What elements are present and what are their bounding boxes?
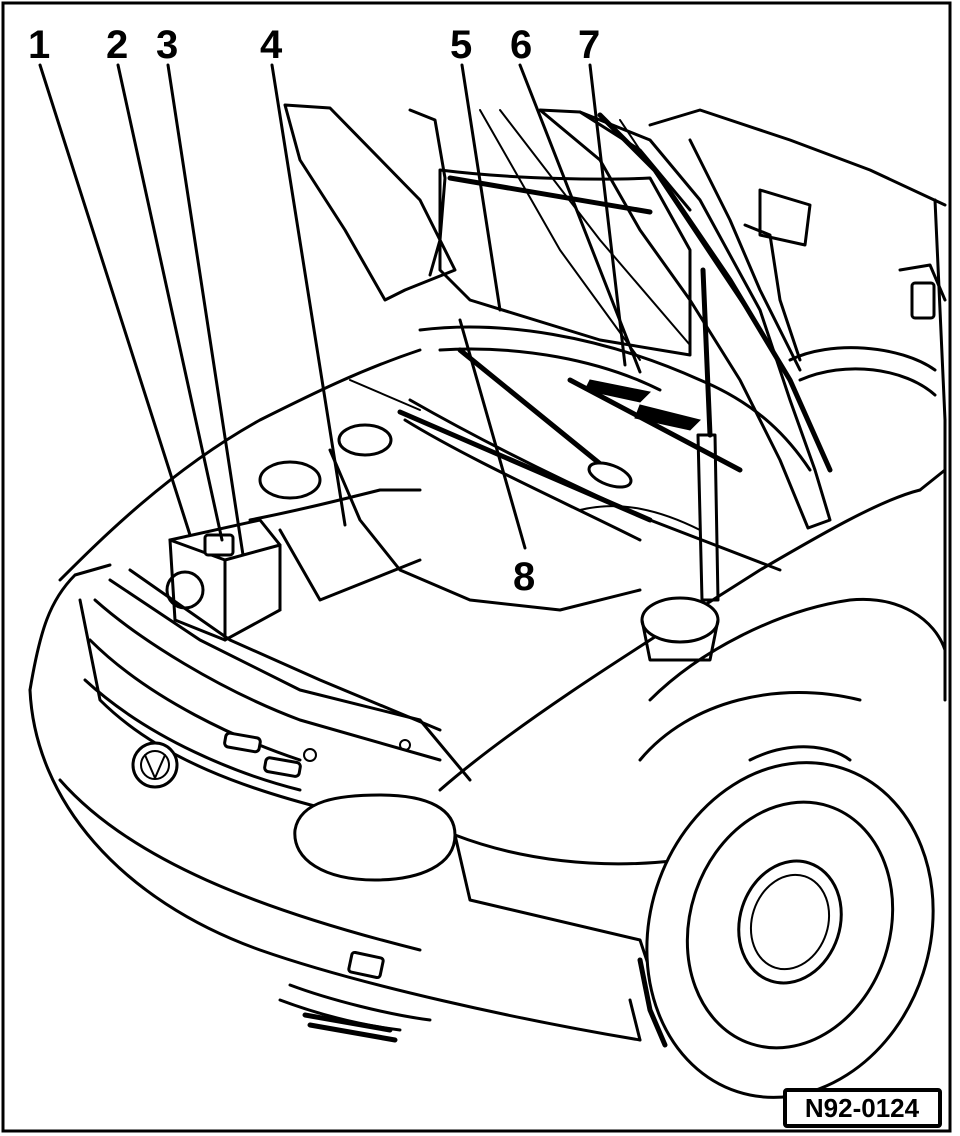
leader-line-4 [270,63,347,527]
leader-line-2 [116,63,224,542]
callout-3: 3 [156,23,178,67]
leader-line-8 [458,318,527,550]
bonnet-illustration [283,103,947,702]
callout-4: 4 [260,23,283,67]
callout-2: 2 [106,23,128,67]
callout-1: 1 [28,23,50,67]
figure-code-box: N92-0124 [783,1088,942,1128]
callout-5: 5 [450,23,472,67]
leader-line-7 [588,63,627,367]
front-wheel-illustration [628,745,935,1099]
leader-line-1 [38,63,192,537]
callout-numbers: 1 2 3 4 5 6 7 8 [28,23,600,599]
leader-line-3 [166,63,245,557]
leader-line-5 [460,63,502,312]
callout-6: 6 [510,23,532,67]
figure-code-label: N92-0124 [805,1093,920,1123]
callout-8: 8 [513,555,535,599]
callout-7: 7 [578,23,600,67]
car-body-illustration [28,348,947,1043]
leader-lines [38,63,642,557]
engine-bay-illustration [108,325,812,782]
